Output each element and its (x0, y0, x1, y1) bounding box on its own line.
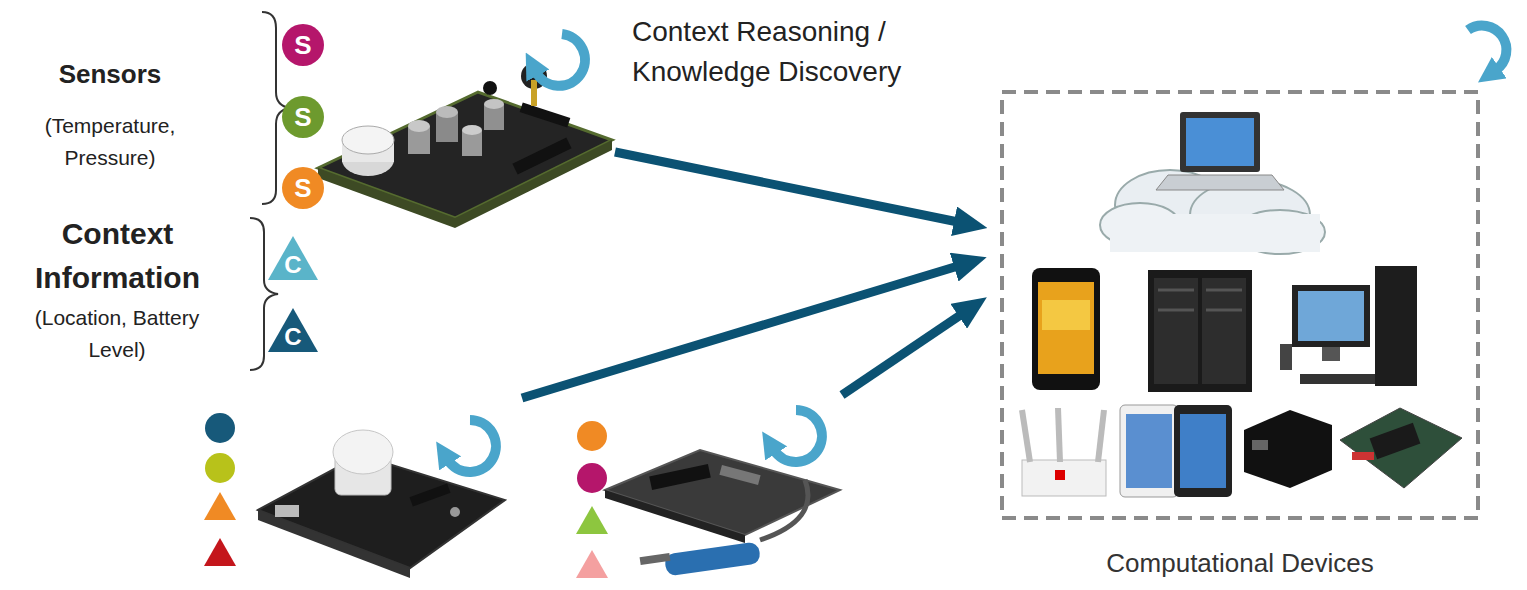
cycle-arrow (536, 34, 585, 86)
group-heading: Sensors (40, 58, 180, 90)
node-outline (1000, 90, 1480, 520)
flow-arrow (615, 152, 958, 222)
device-group-box: Computational Devices (1000, 90, 1480, 520)
sensor-dot (577, 463, 607, 493)
sensor-board (258, 430, 505, 578)
cycle-arrow (1468, 26, 1506, 70)
sensor-dot (205, 453, 235, 483)
sensor-circle: S (282, 167, 324, 209)
context-triangle: C (268, 236, 318, 280)
marker-letter: S (282, 173, 324, 204)
context-triangle (576, 550, 608, 578)
marker-letter: S (282, 30, 324, 61)
context-triangle (204, 492, 236, 520)
server-icon (1148, 270, 1252, 392)
sensor-dot (577, 421, 607, 451)
marker-letter: C (268, 251, 318, 279)
group-subtitle: (Location, Battery Level) (32, 302, 202, 366)
sensor-board (605, 450, 840, 576)
board-icon (1340, 408, 1462, 488)
cycle-arrow (448, 420, 496, 472)
context-triangle: C (268, 308, 318, 352)
cloud-icon (1100, 112, 1325, 254)
group-subtitle: (Temperature, Pressure) (25, 110, 195, 174)
marker-letter: C (268, 323, 318, 351)
cycle-arrow (774, 410, 822, 462)
flow-arrow (842, 314, 962, 395)
context-dot (205, 413, 235, 443)
sensor-circle: S (282, 24, 324, 66)
context-triangle (204, 538, 236, 566)
tablet-icon (1120, 405, 1232, 497)
group-heading: Context Information (0, 212, 235, 300)
phone-icon (1032, 268, 1100, 390)
gateway-icon (1244, 410, 1332, 488)
flow-arrow (522, 266, 958, 398)
marker-letter: S (282, 102, 324, 133)
desktop-icon (1280, 266, 1417, 386)
context-triangle (576, 506, 608, 534)
group-label: Computational Devices (1000, 548, 1480, 579)
router-icon (1022, 408, 1106, 496)
sensor-circle: S (282, 96, 324, 138)
process-note: Context Reasoning / Knowledge Discovery (632, 12, 982, 92)
